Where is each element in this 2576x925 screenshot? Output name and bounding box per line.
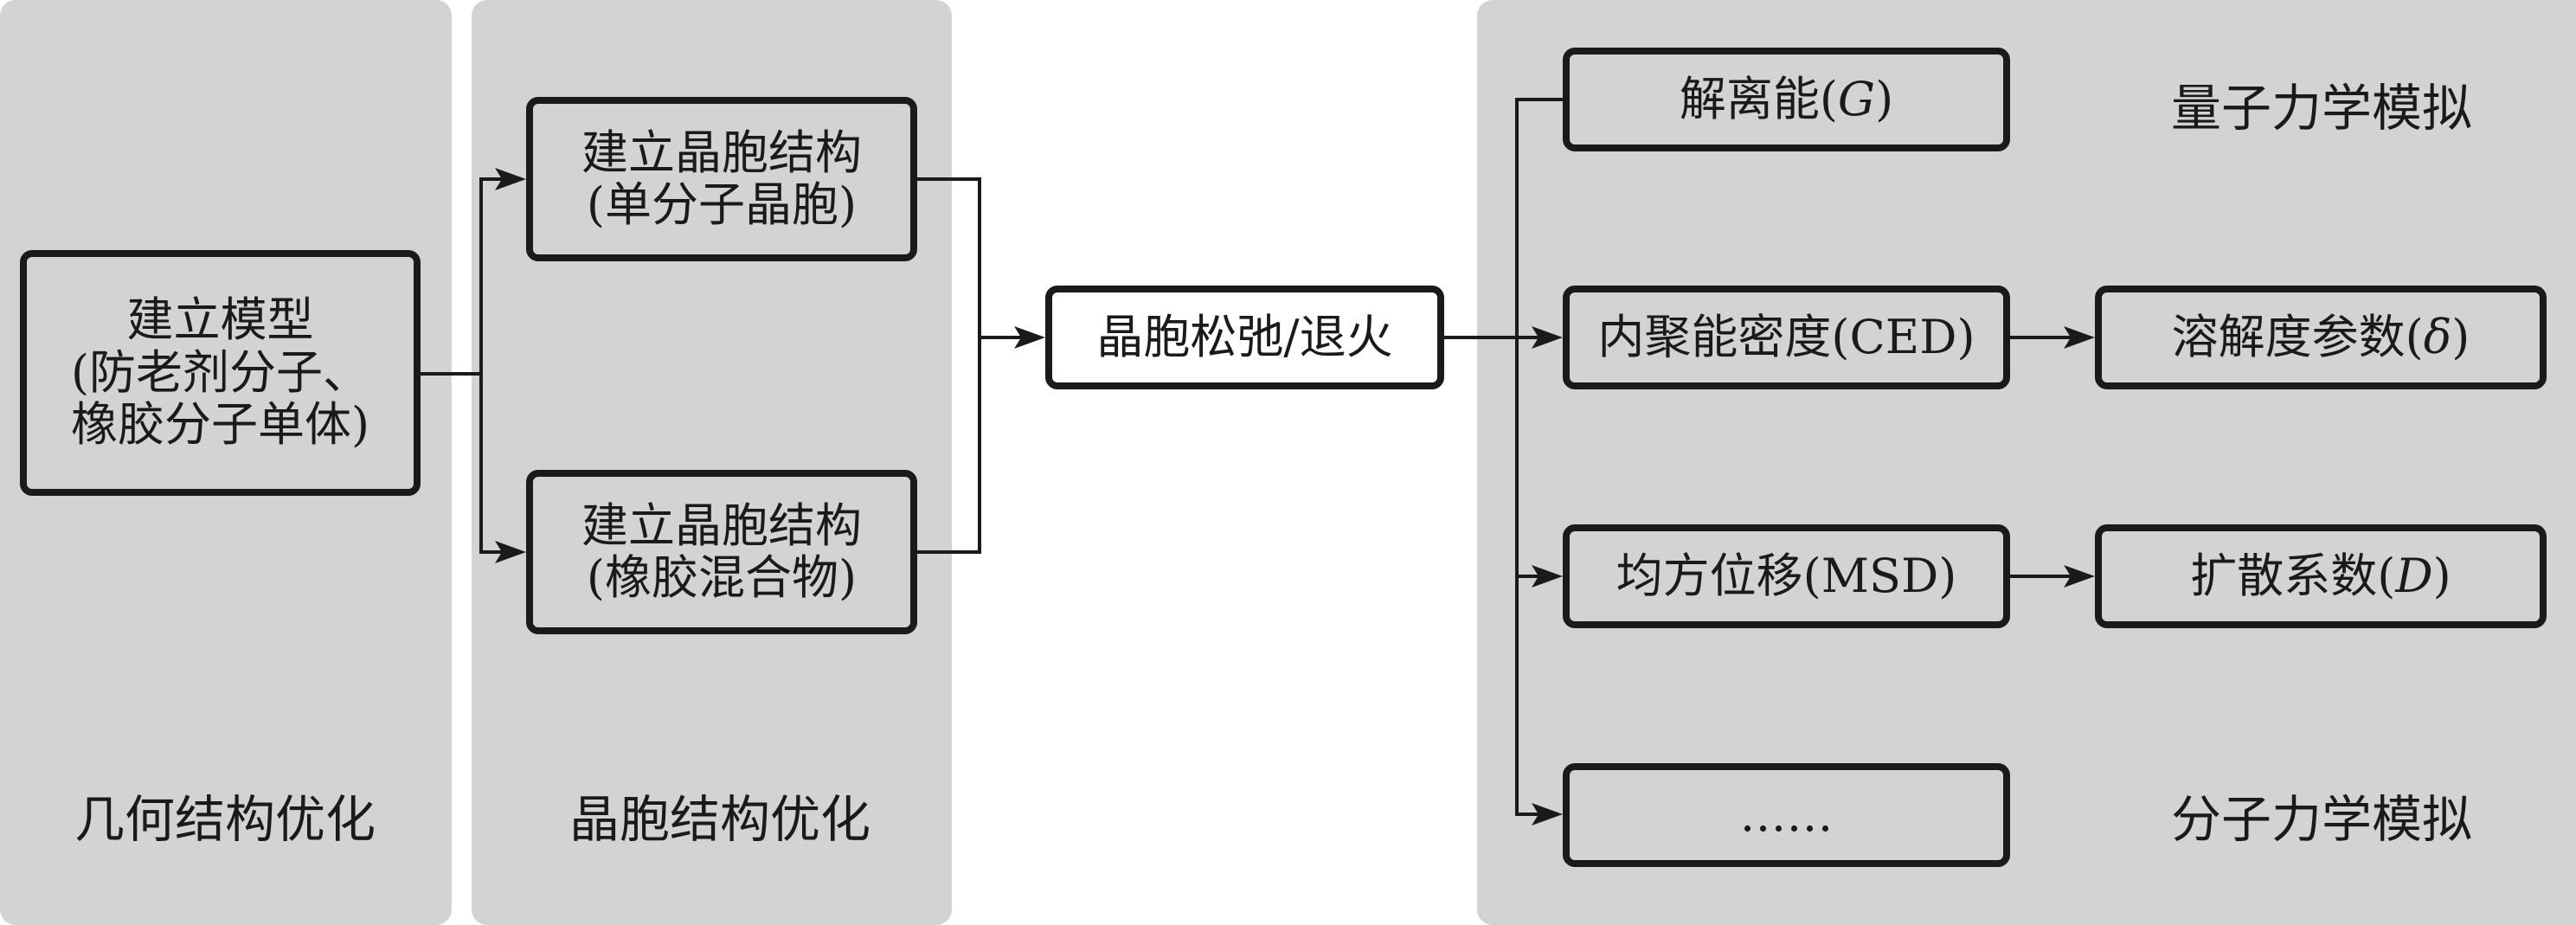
arrowhead-cell-mixture xyxy=(495,541,526,563)
node-build-model-line1: 建立模型 xyxy=(126,292,314,348)
node-cell-single-line1: 建立晶胞结构 xyxy=(581,125,862,180)
node-dissociation-energy: 解离能(G) xyxy=(1563,48,2010,151)
node-dissociation-close: ) xyxy=(1875,71,1894,126)
node-solubility-parameter: 溶解度参数(δ) xyxy=(2095,286,2547,389)
connector-cell-single-out xyxy=(917,177,981,181)
node-more: …… xyxy=(1563,763,2010,867)
connector-to-relax xyxy=(978,336,1030,339)
arrowhead-relax xyxy=(1014,326,1045,349)
node-dissociation-text: 解离能( xyxy=(1679,71,1838,126)
connector-merge-vertical xyxy=(978,177,981,554)
connector-cell-mixture-out xyxy=(917,550,981,554)
label-geometry-optimization: 几何结构优化 xyxy=(74,790,376,849)
node-build-model: 建立模型 (防老剂分子、 橡胶分子单体) xyxy=(20,250,421,496)
connector-to-more xyxy=(1515,813,1550,816)
node-mean-square-displacement: 均方位移(MSD) xyxy=(1563,524,2010,628)
arrowhead-more xyxy=(1532,803,1563,825)
node-ced-text: 内聚能密度(CED) xyxy=(1597,309,1975,364)
arrowhead-diffusion xyxy=(2064,565,2095,588)
connector-to-msd xyxy=(1515,575,1550,578)
connector-ced-to-solubility xyxy=(2010,336,2081,339)
connector-relax-out xyxy=(1444,336,1548,339)
connector-model-out xyxy=(421,372,481,376)
connector-branch-vertical xyxy=(1515,98,1519,816)
arrowhead-solubility xyxy=(2064,326,2095,349)
node-cell-mixture-line2: (橡胶混合物) xyxy=(586,550,858,605)
node-diffusion-symbol: D xyxy=(2395,548,2433,603)
connector-to-cell-single xyxy=(479,177,514,181)
arrowhead-msd xyxy=(1532,565,1563,588)
node-dissociation-symbol: G xyxy=(1837,71,1876,126)
connector-to-cell-mixture xyxy=(479,550,514,554)
node-cell-mixture-line1: 建立晶胞结构 xyxy=(581,498,862,553)
label-molecular-simulation: 分子力学模拟 xyxy=(2170,790,2473,849)
node-cell-mixture: 建立晶胞结构 (橡胶混合物) xyxy=(526,470,917,634)
node-diffusion-text: 扩散系数( xyxy=(2190,548,2396,603)
node-solubility-close: ) xyxy=(2451,309,2470,364)
arrowhead-ced xyxy=(1532,326,1563,349)
node-build-model-line3: 橡胶分子单体) xyxy=(70,397,370,453)
connector-to-dissociation xyxy=(1515,98,1564,101)
node-more-text: …… xyxy=(1739,787,1834,842)
label-quantum-simulation: 量子力学模拟 xyxy=(2170,79,2473,138)
node-diffusion-close: ) xyxy=(2432,548,2451,603)
node-cohesive-energy-density: 内聚能密度(CED) xyxy=(1563,286,2010,389)
node-solubility-text: 溶解度参数( xyxy=(2171,309,2424,364)
connector-msd-to-diffusion xyxy=(2010,575,2081,578)
node-relax-anneal: 晶胞松弛/退火 xyxy=(1045,286,1444,389)
node-cell-single-line2: (单分子晶胞) xyxy=(586,177,858,232)
node-solubility-symbol: δ xyxy=(2423,309,2452,364)
node-cell-single: 建立晶胞结构 (单分子晶胞) xyxy=(526,97,917,261)
arrowhead-cell-single xyxy=(495,168,526,190)
node-build-model-line2: (防老剂分子、 xyxy=(70,344,370,400)
node-relax-anneal-text: 晶胞松弛/退火 xyxy=(1096,309,1393,364)
label-cell-optimization: 晶胞结构优化 xyxy=(569,790,871,849)
node-diffusion-coefficient: 扩散系数(D) xyxy=(2095,524,2547,628)
connector-split-vertical xyxy=(479,177,483,554)
node-msd-text: 均方位移(MSD) xyxy=(1616,548,1957,603)
